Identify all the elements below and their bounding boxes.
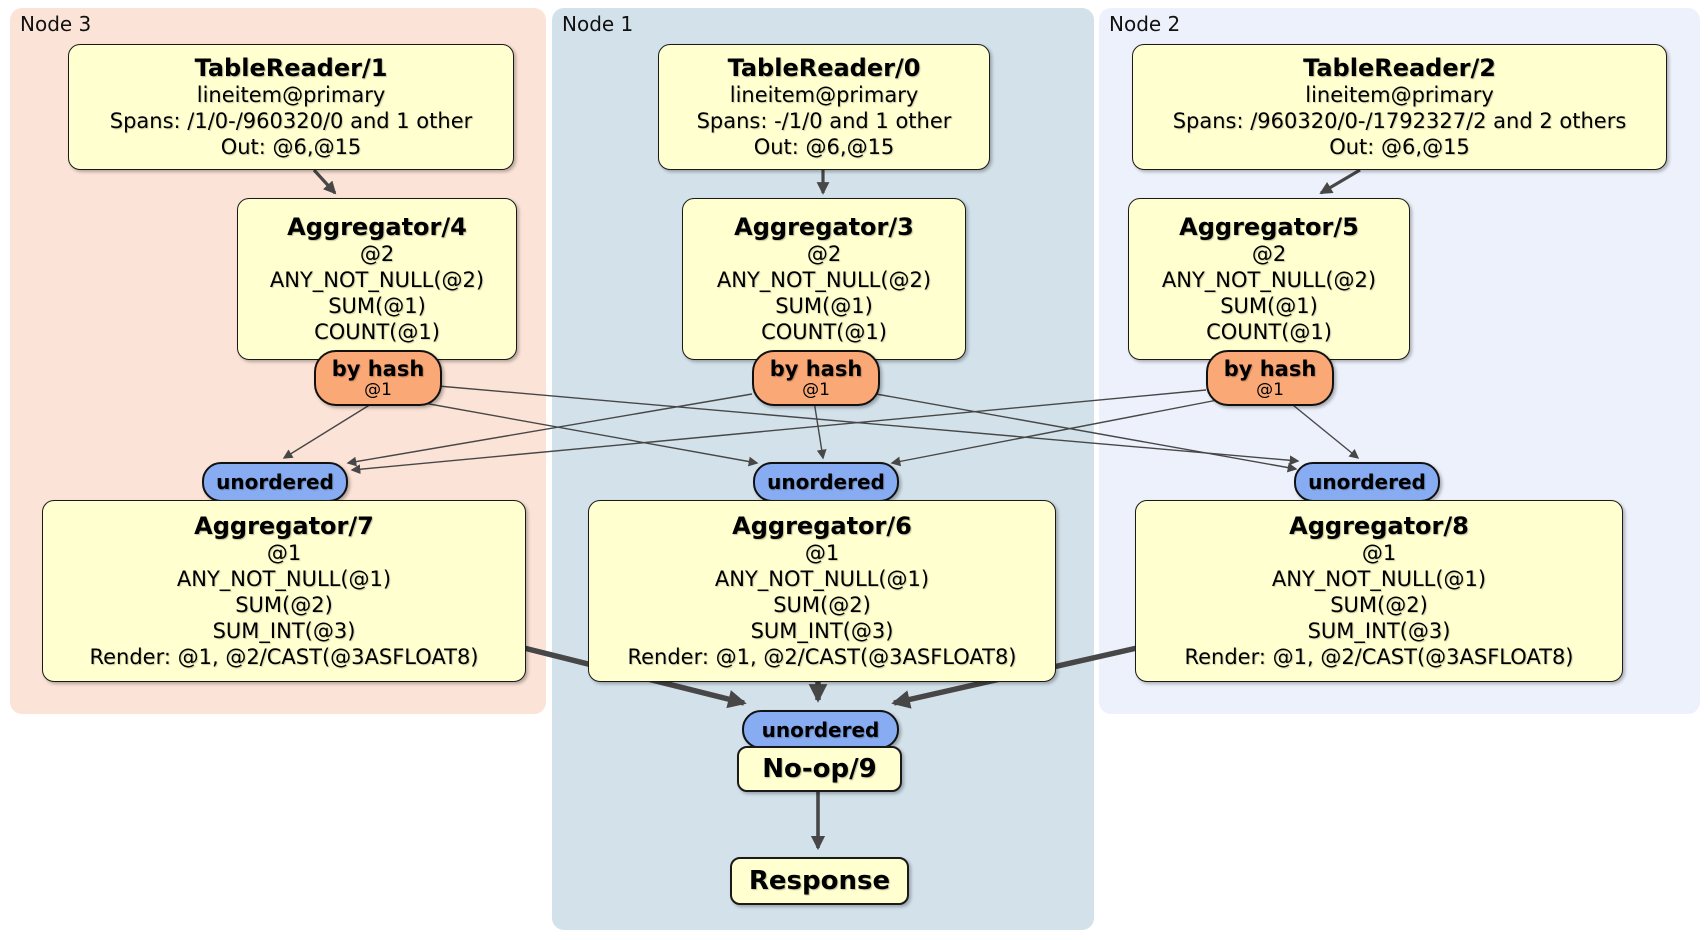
tablereader0-box: TableReader/0 lineitem@primary Spans: -/…: [658, 44, 990, 170]
aggregator7-render: Render: @1, @2/CAST(@3ASFLOAT8): [89, 644, 479, 669]
aggregator8-box: Aggregator/8 @1 ANY_NOT_NULL(@1) SUM(@2)…: [1135, 500, 1623, 682]
node2-unordered-stream: unordered: [1294, 462, 1440, 502]
noop-box: No-op/9: [737, 746, 902, 792]
node3-unordered-label: unordered: [216, 470, 334, 494]
aggregator4-fn2: SUM(@1): [328, 293, 426, 318]
aggregator7-fn2: SUM(@2): [235, 592, 333, 617]
tablereader2-box: TableReader/2 lineitem@primary Spans: /9…: [1132, 44, 1667, 170]
node2-label: Node 2: [1109, 12, 1181, 36]
aggregator5-fn3: COUNT(@1): [1206, 319, 1332, 344]
response-box: Response: [730, 857, 909, 905]
aggregator7-box: Aggregator/7 @1 ANY_NOT_NULL(@1) SUM(@2)…: [42, 500, 526, 682]
aggregator8-group: @1: [1361, 541, 1397, 566]
aggregator6-box: Aggregator/6 @1 ANY_NOT_NULL(@1) SUM(@2)…: [588, 500, 1056, 682]
aggregator7-fn3: SUM_INT(@3): [212, 618, 356, 643]
aggregator4-box: Aggregator/4 @2 ANY_NOT_NULL(@2) SUM(@1)…: [237, 198, 517, 360]
aggregator3-title: Aggregator/3: [734, 212, 914, 241]
aggregator5-title: Aggregator/5: [1179, 212, 1359, 241]
aggregator5-fn1: ANY_NOT_NULL(@2): [1161, 267, 1377, 292]
edge-hash2-stream2: [1287, 400, 1360, 459]
aggregator4-group: @2: [359, 242, 395, 267]
tablereader1-spans: Spans: /1/0-/960320/0 and 1 other: [109, 108, 473, 133]
aggregator3-group: @2: [806, 242, 842, 267]
node1-unordered-stream: unordered: [753, 462, 899, 502]
edge-hash1-stream3: [346, 393, 753, 467]
edge-hash3-stream3: [282, 400, 377, 459]
tablereader2-out: Out: @6,@15: [1329, 134, 1470, 159]
tablereader0-title: TableReader/0: [727, 53, 921, 82]
aggregator8-render: Render: @1, @2/CAST(@3ASFLOAT8): [1184, 644, 1574, 669]
tablereader0-index: lineitem@primary: [729, 83, 919, 108]
edge-hash3-stream1: [395, 397, 759, 467]
aggregator5-fn2: SUM(@1): [1220, 293, 1318, 318]
tablereader1-box: TableReader/1 lineitem@primary Spans: /1…: [68, 44, 514, 170]
node1-by-hash-label: by hash: [769, 356, 863, 381]
edge-hash2-stream3: [350, 389, 1207, 475]
aggregator6-title: Aggregator/6: [732, 511, 912, 540]
aggregator8-fn1: ANY_NOT_NULL(@1): [1271, 567, 1487, 592]
node1-unordered-label: unordered: [767, 470, 885, 494]
node3-by-hash-router: by hash @1: [314, 350, 442, 406]
aggregator4-title: Aggregator/4: [287, 212, 467, 241]
aggregator3-box: Aggregator/3 @2 ANY_NOT_NULL(@2) SUM(@1)…: [682, 198, 966, 360]
tablereader2-index: lineitem@primary: [1305, 83, 1494, 108]
merge-unordered-label: unordered: [761, 717, 880, 742]
aggregator5-box: Aggregator/5 @2 ANY_NOT_NULL(@2) SUM(@1)…: [1128, 198, 1410, 360]
tablereader1-title: TableReader/1: [194, 53, 388, 82]
edge-hash2-stream1: [890, 397, 1229, 467]
node1-by-hash-cols: @1: [802, 379, 830, 400]
aggregator5-group: @2: [1251, 242, 1287, 267]
edge-hash1-stream2: [875, 393, 1298, 473]
aggregator7-fn1: ANY_NOT_NULL(@1): [176, 567, 392, 592]
node3-unordered-stream: unordered: [202, 462, 348, 502]
aggregator6-fn3: SUM_INT(@3): [750, 618, 894, 643]
tablereader2-spans: Spans: /960320/0-/1792327/2 and 2 others: [1172, 108, 1627, 133]
aggregator6-fn1: ANY_NOT_NULL(@1): [714, 567, 930, 592]
aggregator4-fn1: ANY_NOT_NULL(@2): [269, 267, 485, 292]
tablereader1-out: Out: @6,@15: [220, 134, 362, 159]
tablereader0-spans: Spans: -/1/0 and 1 other: [696, 108, 952, 133]
aggregator7-group: @1: [266, 541, 302, 566]
noop-title: No-op/9: [762, 754, 877, 784]
node1-by-hash-router: by hash @1: [752, 350, 880, 406]
node2-unordered-label: unordered: [1308, 470, 1426, 494]
merge-unordered-stream: unordered: [742, 710, 899, 749]
node1-label: Node 1: [562, 12, 634, 36]
tablereader1-index: lineitem@primary: [196, 83, 386, 108]
aggregator8-fn2: SUM(@2): [1330, 592, 1428, 617]
aggregator6-render: Render: @1, @2/CAST(@3ASFLOAT8): [627, 644, 1017, 669]
edge-tr2-agg5: [1319, 168, 1361, 195]
aggregator8-title: Aggregator/8: [1289, 511, 1469, 540]
aggregator6-group: @1: [804, 541, 840, 566]
tablereader2-title: TableReader/2: [1303, 53, 1496, 82]
node2-by-hash-router: by hash @1: [1206, 350, 1334, 406]
tablereader0-out: Out: @6,@15: [753, 134, 895, 159]
aggregator8-fn3: SUM_INT(@3): [1307, 618, 1451, 643]
node2-by-hash-label: by hash: [1223, 356, 1317, 381]
edge-tr1-agg4: [312, 168, 337, 195]
aggregator3-fn3: COUNT(@1): [761, 319, 887, 344]
node3-by-hash-cols: @1: [364, 379, 392, 400]
aggregator7-title: Aggregator/7: [194, 511, 374, 540]
aggregator3-fn1: ANY_NOT_NULL(@2): [716, 267, 932, 292]
node3-by-hash-label: by hash: [331, 356, 425, 381]
node3-label: Node 3: [20, 12, 92, 36]
aggregator3-fn2: SUM(@1): [775, 293, 873, 318]
aggregator4-fn3: COUNT(@1): [314, 319, 440, 344]
aggregator6-fn2: SUM(@2): [773, 592, 871, 617]
response-title: Response: [748, 866, 891, 896]
node2-by-hash-cols: @1: [1256, 379, 1284, 400]
edge-hash1-stream1: [813, 400, 827, 460]
edge-hash3-stream2: [437, 385, 1300, 466]
